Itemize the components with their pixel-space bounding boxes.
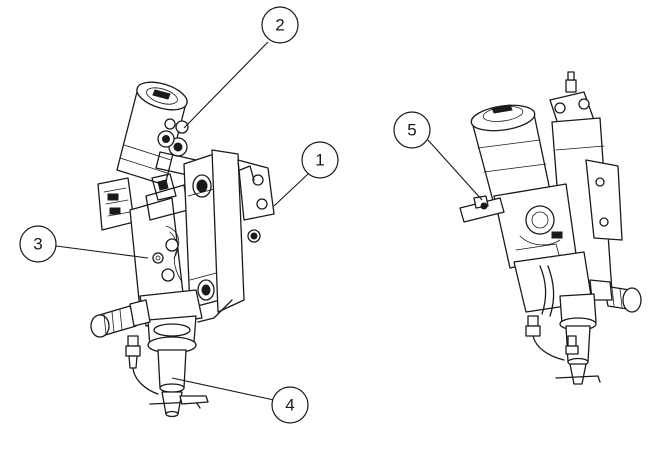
callout-5-label: 5 bbox=[407, 121, 416, 140]
callout-4-label: 4 bbox=[285, 396, 294, 415]
motor-right bbox=[470, 104, 553, 213]
main-body-left bbox=[129, 173, 189, 311]
callout-2: 2 bbox=[183, 6, 299, 129]
nozzle-assembly-right bbox=[555, 293, 601, 385]
callout-4: 4 bbox=[171, 377, 309, 424]
motor-left bbox=[116, 81, 188, 186]
callout-3-label: 3 bbox=[33, 235, 42, 254]
callout-1-label: 1 bbox=[315, 151, 324, 170]
assembly-rear-view bbox=[459, 71, 642, 385]
adjust-knob-left bbox=[90, 299, 151, 338]
callout-5: 5 bbox=[393, 111, 483, 201]
rear-bracket-left bbox=[197, 149, 275, 323]
callout-3: 3 bbox=[19, 225, 149, 263]
callout-1: 1 bbox=[273, 141, 339, 207]
callout-2-label: 2 bbox=[275, 16, 284, 35]
assembly-front-view bbox=[90, 81, 275, 418]
nozzle-assembly-left bbox=[139, 289, 209, 418]
connector-cluster-left bbox=[155, 118, 197, 177]
air-fittings-right bbox=[525, 315, 579, 361]
clamp-handle-right bbox=[459, 195, 505, 223]
side-bracket-left bbox=[97, 177, 135, 231]
gear-housing-right bbox=[493, 183, 577, 269]
air-fitting-left bbox=[125, 335, 159, 395]
